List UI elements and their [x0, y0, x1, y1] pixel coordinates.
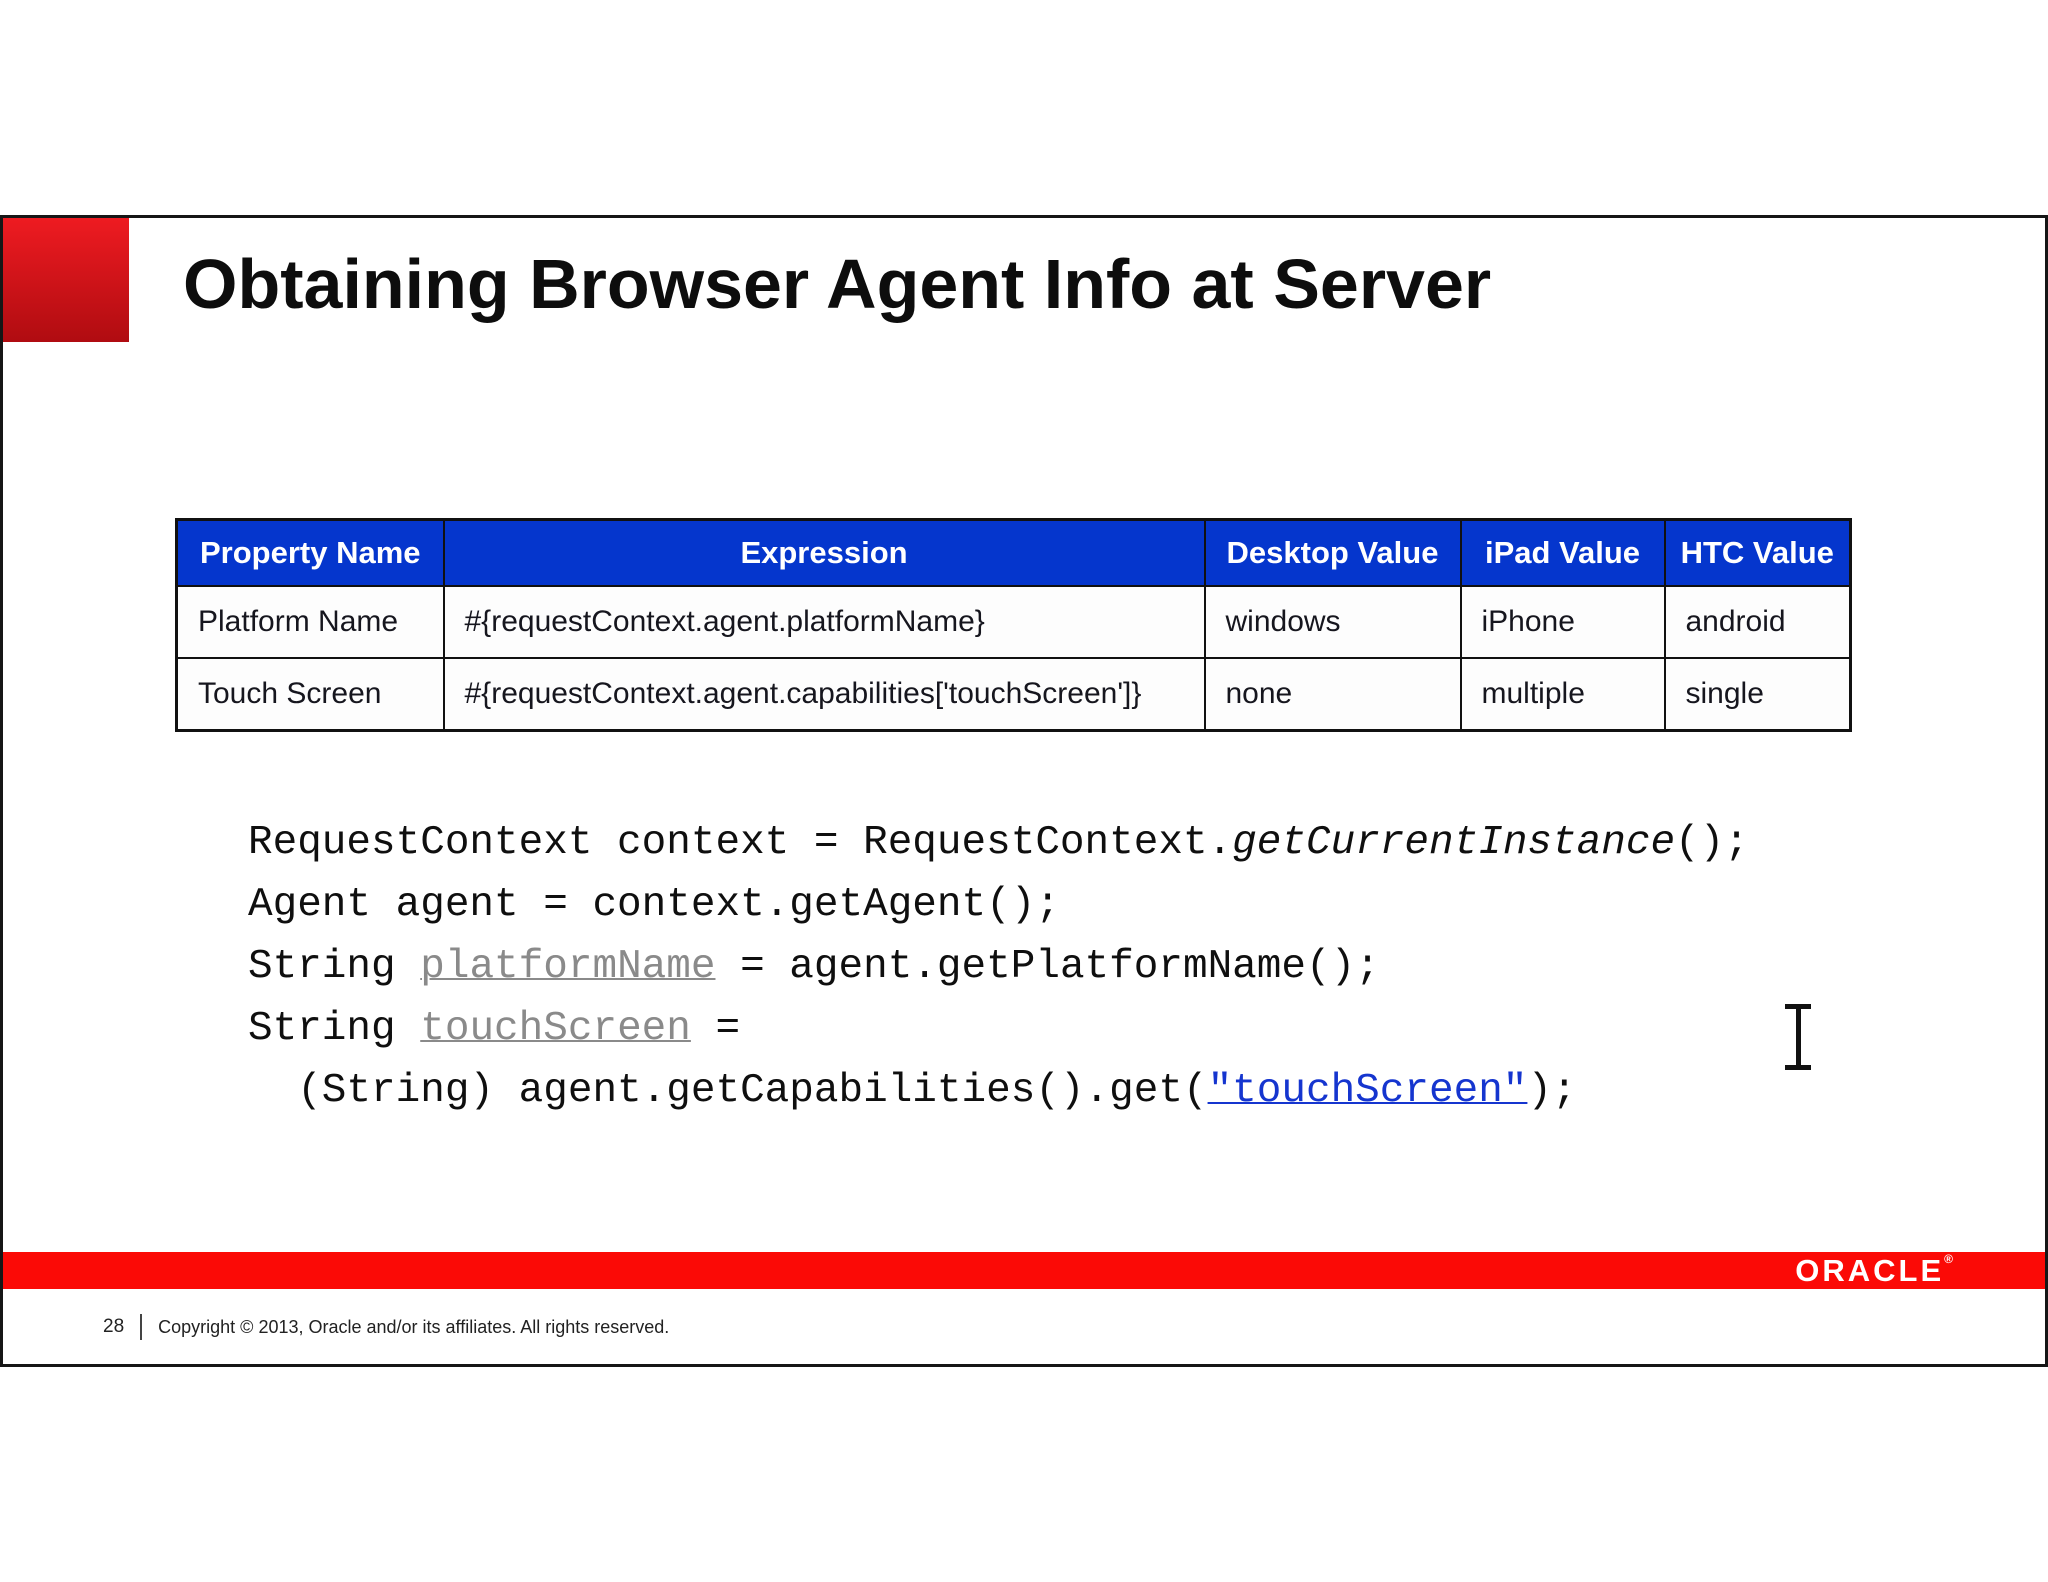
ibeam-bottom-serif [1785, 1065, 1811, 1070]
code-segment-plain: RequestContext context = RequestContext. [248, 820, 1233, 866]
code-segment-gray: touchScreen [420, 1006, 691, 1052]
code-segment-plain: String [248, 944, 421, 990]
code-segment-plain: = agent.getPlatformName(); [715, 944, 1380, 990]
code-segment-plain: Agent agent = context.getAgent(); [248, 882, 1060, 928]
table-header-htc-value: HTC Value [1663, 518, 1852, 587]
table-header-desktop-value: Desktop Value [1203, 518, 1462, 587]
code-segment-plain: ); [1527, 1068, 1577, 1114]
table-row: Platform Name#{requestContext.agent.plat… [175, 585, 1852, 659]
text-cursor-ibeam-icon [1785, 1004, 1811, 1070]
table-cell: #{requestContext.agent.capabilities['tou… [442, 657, 1206, 732]
table-cell: multiple [1459, 657, 1666, 732]
presentation-slide: Obtaining Browser Agent Info at Server P… [0, 215, 2048, 1367]
code-segment-plain: = [690, 1006, 741, 1052]
footer-separator [140, 1314, 143, 1340]
table-cell: single [1663, 657, 1852, 732]
page-number: 28 [103, 1316, 125, 1337]
table-row: Touch Screen#{requestContext.agent.capab… [175, 657, 1852, 732]
code-segment-string: "touchScreen" [1207, 1068, 1528, 1114]
ibeam-stem [1796, 1006, 1801, 1068]
table-cell: Touch Screen [175, 657, 445, 732]
table-cell: #{requestContext.agent.platformName} [442, 585, 1206, 659]
table-cell: none [1203, 657, 1462, 732]
red-accent-square [3, 218, 129, 342]
code-segment-plain: (String) agent.getCapabilities().get( [297, 1068, 1208, 1114]
oracle-logo: ORACLE ® [1795, 1252, 1953, 1288]
copyright-text: Copyright © 2013, Oracle and/or its affi… [158, 1316, 670, 1337]
slide-footer: 28 Copyright © 2013, Oracle and/or its a… [103, 1312, 669, 1342]
registered-trademark-icon: ® [1944, 1252, 1953, 1266]
table-cell: android [1663, 585, 1852, 659]
table-header-property-name: Property Name [175, 518, 445, 587]
table-cell: Platform Name [175, 585, 445, 659]
code-segment-plain: String [248, 1006, 421, 1052]
code-line: Agent agent = context.getAgent(); [248, 874, 1749, 936]
table-cell: iPhone [1459, 585, 1666, 659]
oracle-logo-text: ORACLE [1795, 1253, 1945, 1288]
code-line: String platformName = agent.getPlatformN… [248, 936, 1749, 998]
table-header-ipad-value: iPad Value [1459, 518, 1666, 587]
code-line: (String) agent.getCapabilities().get("to… [248, 1060, 1749, 1122]
code-segment-italic: getCurrentInstance [1232, 820, 1676, 866]
footer-red-bar: ORACLE ® [3, 1252, 2045, 1289]
code-segment-gray: platformName [420, 944, 716, 990]
code-block: RequestContext context = RequestContext.… [248, 812, 1749, 1122]
code-line: RequestContext context = RequestContext.… [248, 812, 1749, 874]
table-header-expression: Expression [442, 518, 1206, 587]
table-cell: windows [1203, 585, 1462, 659]
code-segment-plain: (); [1675, 820, 1749, 866]
code-line: String touchScreen = [248, 998, 1749, 1060]
slide-title: Obtaining Browser Agent Info at Server [183, 245, 1492, 323]
